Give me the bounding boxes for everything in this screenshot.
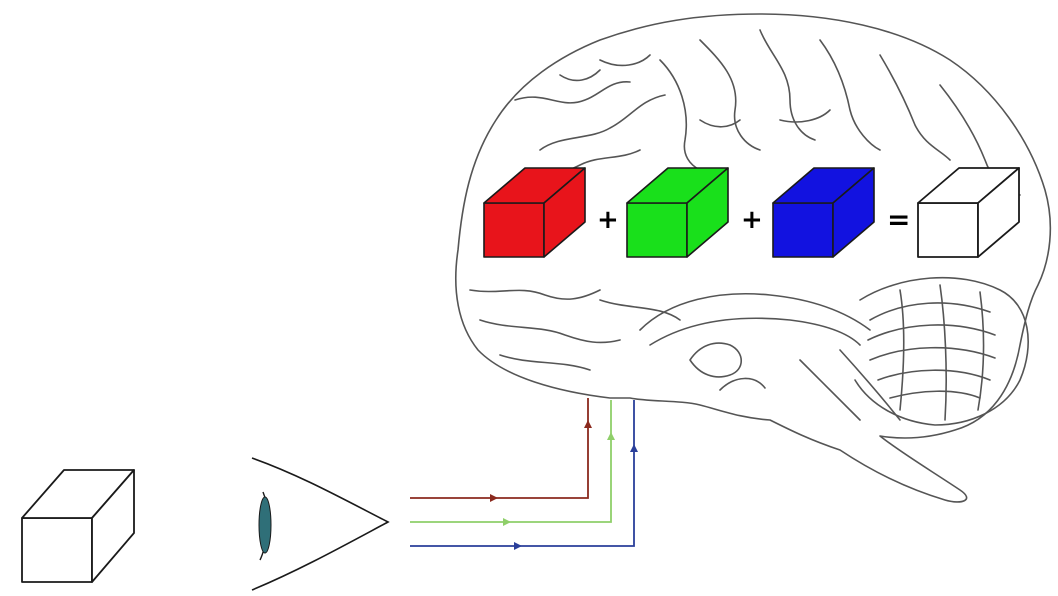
plus-operator-2: + <box>741 205 763 235</box>
red-signal-path <box>410 398 589 499</box>
equals-operator: = <box>887 203 910 236</box>
brain-icon <box>455 13 1052 503</box>
object-cube-icon <box>21 469 135 583</box>
green-signal-arrow <box>503 518 511 526</box>
signal-paths <box>410 398 638 550</box>
blue-cube-icon <box>772 167 875 258</box>
red-signal-arrow <box>490 494 498 502</box>
green-signal-path <box>410 400 612 523</box>
blue-signal-path <box>410 400 635 547</box>
blue-signal-arrow-up <box>630 444 638 452</box>
eye-icon <box>251 457 390 591</box>
red-cube-icon <box>483 167 586 258</box>
green-cube-icon <box>626 167 729 258</box>
white-cube-icon <box>917 167 1020 258</box>
red-signal-arrow-up <box>584 420 592 428</box>
plus-operator-1: + <box>597 205 619 235</box>
green-signal-arrow-up <box>607 432 615 440</box>
blue-signal-arrow <box>514 542 522 550</box>
